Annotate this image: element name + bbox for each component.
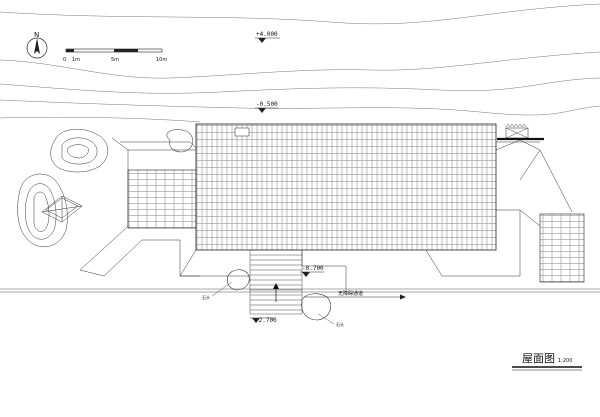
rock-near-stair-right: 石头 bbox=[301, 293, 344, 327]
rock-garden-left bbox=[17, 128, 108, 248]
elevation-marker-mid: -0.700 bbox=[300, 265, 324, 277]
scale-bar: 0 1m 5m 10m bbox=[63, 48, 167, 63]
contour-line-3 bbox=[0, 77, 600, 94]
stair-direction-arrow bbox=[273, 283, 279, 302]
roof-tiles-main bbox=[195, 123, 497, 251]
barrier-free-label: 无障碍通道 bbox=[338, 290, 363, 297]
contour-line-2 bbox=[0, 51, 600, 79]
roof-skylight bbox=[234, 127, 250, 137]
roof-tiles-right-wing bbox=[539, 213, 585, 283]
drawing-title: 屋面图 bbox=[522, 352, 555, 365]
rock-near-stair-left: 石头 bbox=[202, 269, 250, 300]
site-lines bbox=[0, 129, 600, 293]
elevation-marker-upper: -0.500 bbox=[255, 101, 278, 113]
pavilion-left bbox=[41, 195, 83, 223]
elevation-bottom-label: -2.700 bbox=[255, 317, 277, 324]
central-staircase bbox=[249, 249, 303, 315]
roof-tiles-left-wing bbox=[127, 169, 197, 229]
north-label: N bbox=[34, 31, 39, 39]
elevation-marker-top: +4.000 bbox=[255, 31, 280, 43]
elevation-marker-bottom: -2.700 bbox=[250, 317, 277, 324]
drawing-title-block: 屋面图 1:200 bbox=[512, 352, 582, 371]
drawing-scale-note: 1:200 bbox=[558, 358, 572, 364]
north-arrow: N bbox=[26, 31, 48, 59]
scale-tick-5m: 5m bbox=[111, 57, 119, 63]
elevation-top-label: +4.000 bbox=[256, 31, 278, 38]
contour-line-5 bbox=[0, 116, 201, 123]
railing-top-right bbox=[497, 123, 544, 141]
elevation-upper-label: -0.500 bbox=[256, 101, 278, 108]
terrain-contours bbox=[0, 3, 600, 123]
scale-tick-1m: 1m bbox=[72, 57, 80, 63]
contour-line-4 bbox=[0, 99, 600, 116]
rock-left-label: 石头 bbox=[202, 294, 210, 300]
contour-line-1 bbox=[0, 3, 600, 25]
right-wing-outline bbox=[496, 141, 573, 276]
rock-right-label: 石头 bbox=[336, 321, 344, 327]
scale-tick-0: 0 bbox=[63, 57, 66, 63]
barrier-free-path: 无障碍通道 bbox=[304, 290, 406, 300]
elevation-mid-label: -0.700 bbox=[302, 265, 324, 272]
scale-tick-10m: 10m bbox=[156, 57, 167, 63]
